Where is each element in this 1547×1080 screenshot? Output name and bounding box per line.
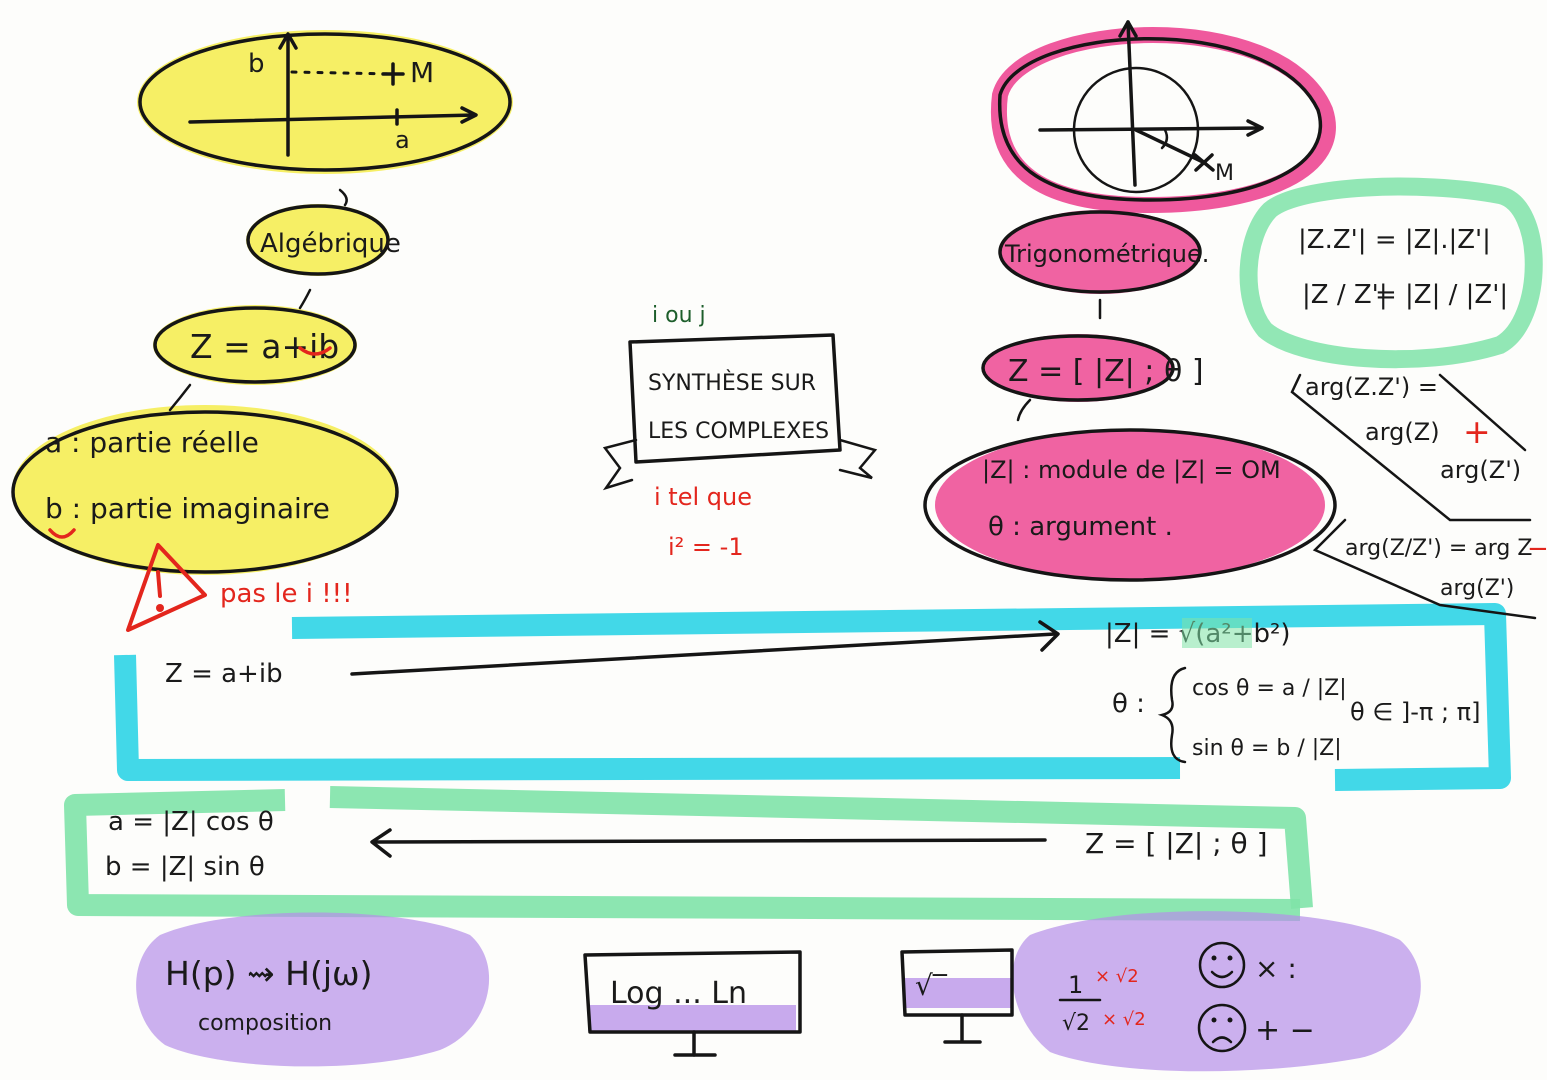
algebraic-formula: Z = a+ib xyxy=(190,327,339,366)
composition-label: composition xyxy=(198,1011,332,1036)
yellow-highlights xyxy=(12,30,513,575)
happy-operations: × : xyxy=(1255,952,1297,985)
graph-label-a: a xyxy=(395,126,410,154)
conversion-sin: sin θ = b / |Z| xyxy=(1192,736,1342,761)
algebraic-outlines xyxy=(11,32,512,574)
transfer-function: H(p) ⇝ H(jω) xyxy=(165,954,373,993)
conversion-b: b = |Z| sin θ xyxy=(105,852,265,882)
graph-label-b: b xyxy=(248,49,265,79)
arrow-to-algebraic xyxy=(370,828,1047,858)
trig-formula: Z = [ |Z| ; θ ] xyxy=(1008,354,1204,389)
trig-argument: θ : argument . xyxy=(988,512,1173,542)
property-arg-product-2: arg(Z) xyxy=(1365,418,1440,446)
green-highlights xyxy=(1239,177,1543,369)
property-arg-quotient-2: arg(Z') xyxy=(1440,576,1514,601)
trig-outlines xyxy=(923,37,1337,582)
purple-highlights xyxy=(136,911,1421,1072)
definition-line-2: i² = -1 xyxy=(668,533,744,561)
conversion-range: θ ∈ ]-π ; π] xyxy=(1350,698,1480,726)
pink-highlights xyxy=(935,27,1336,580)
conversion-cos: cos θ = a / |Z| xyxy=(1192,676,1347,701)
cyan-frame xyxy=(114,603,1511,791)
conversion-theta-label: θ : xyxy=(1112,689,1145,719)
title-line-2: LES COMPLEXES xyxy=(648,419,829,444)
trig-graph: M xyxy=(1038,20,1264,194)
property-arg-product-1: arg(Z.Z') = xyxy=(1305,373,1438,401)
sqrt-key-label: √‾ xyxy=(915,969,948,1002)
green-frame xyxy=(64,786,1313,921)
title-banner xyxy=(602,333,878,491)
conversion-from-trig: Z = [ |Z| ; θ ] xyxy=(1085,827,1268,860)
algebraic-graph: b a M xyxy=(188,32,478,157)
property-arg-product-plus: + xyxy=(1463,412,1491,451)
sad-operations: + − xyxy=(1255,1013,1315,1048)
property-arg-quotient-minus: − xyxy=(1527,534,1547,564)
trig-modulus: |Z| : module de |Z| = OM xyxy=(982,456,1281,484)
arg-product-bracket xyxy=(1290,373,1532,522)
sad-face-icon xyxy=(1197,1003,1247,1053)
fraction-denominator: √2 xyxy=(1062,1011,1090,1036)
fraction-numerator: 1 xyxy=(1068,971,1083,999)
sqrt-key xyxy=(900,948,1014,1044)
conversion-a: a = |Z| cos θ xyxy=(108,807,274,837)
warning-triangle-icon xyxy=(126,543,207,632)
property-mod-product: |Z.Z'| = |Z|.|Z'| xyxy=(1298,225,1491,255)
property-mod-quotient-right: = |Z| / |Z'| xyxy=(1375,280,1508,310)
graph-label-m: M xyxy=(410,56,434,89)
algebraic-real-part: a : partie réelle xyxy=(45,426,259,459)
property-mod-quotient-left: |Z / Z'| xyxy=(1302,280,1388,310)
trig-label: Trigonométrique. xyxy=(1004,240,1209,268)
happy-face-icon xyxy=(1198,941,1246,989)
log-key-label: Log ... Ln xyxy=(610,976,747,1011)
arrow-to-trig xyxy=(350,620,1060,676)
center-top-note: i ou j xyxy=(652,303,706,328)
algebraic-label: Algébrique xyxy=(260,229,401,259)
log-key xyxy=(583,950,802,1057)
fraction-multiplier-top: × √2 xyxy=(1095,966,1139,987)
property-arg-quotient-1: arg(Z/Z') = arg Z xyxy=(1345,536,1532,561)
warning-text: pas le i !!! xyxy=(220,579,353,609)
fraction-multiplier-bottom: × √2 xyxy=(1102,1009,1146,1030)
arg-quotient-bracket xyxy=(1312,518,1537,620)
property-arg-product-3: arg(Z') xyxy=(1440,456,1521,484)
algebraic-imaginary-part: b : partie imaginaire xyxy=(45,492,330,525)
trig-graph-label-m: M xyxy=(1215,161,1234,186)
conversion-from-algebraic: Z = a+ib xyxy=(165,659,283,689)
title-line-1: SYNTHÈSE SUR xyxy=(648,370,816,396)
definition-line-1: i tel que xyxy=(654,483,752,511)
